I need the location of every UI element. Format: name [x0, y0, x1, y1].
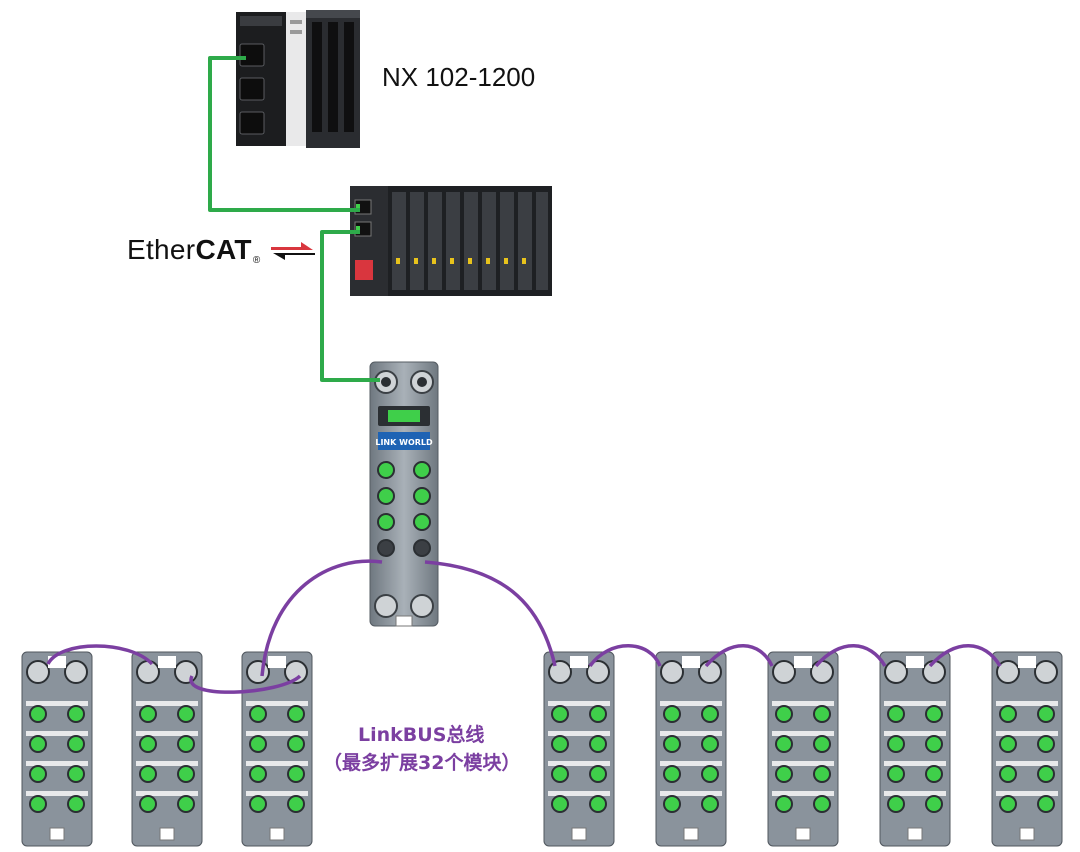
io-module-icon — [543, 651, 615, 847]
linkbus-cable — [46, 559, 1002, 694]
io-module-icon — [767, 651, 839, 847]
gateway-brand-label: LINK WORLD — [375, 438, 433, 447]
plc-model-label: NX 102-1200 — [382, 62, 536, 92]
io-module-icon — [879, 651, 951, 847]
linkbus-title: LinkBUS总线 — [358, 724, 485, 746]
nx102-plc-icon — [236, 10, 360, 148]
ethercat-logo-reg: ® — [252, 255, 261, 266]
linkworld-gateway-icon: LINK WORLD — [369, 361, 439, 627]
io-module-icon — [241, 651, 313, 847]
linkbus-subtitle: （最多扩展32个模块） — [323, 752, 521, 774]
io-module-row — [21, 651, 1063, 847]
ethercat-coupler-icon — [350, 186, 552, 296]
io-module-icon — [21, 651, 93, 847]
ethercat-logo-prefix: Ether — [127, 234, 196, 265]
io-module-icon — [655, 651, 727, 847]
ethercat-cable — [208, 56, 380, 382]
ethercat-arrow-icon — [270, 241, 315, 260]
ethercat-logo-bold: CAT — [195, 234, 252, 265]
ethercat-logo: EtherCAT® — [127, 234, 315, 266]
io-module-icon — [131, 651, 203, 847]
io-module-icon — [991, 651, 1063, 847]
